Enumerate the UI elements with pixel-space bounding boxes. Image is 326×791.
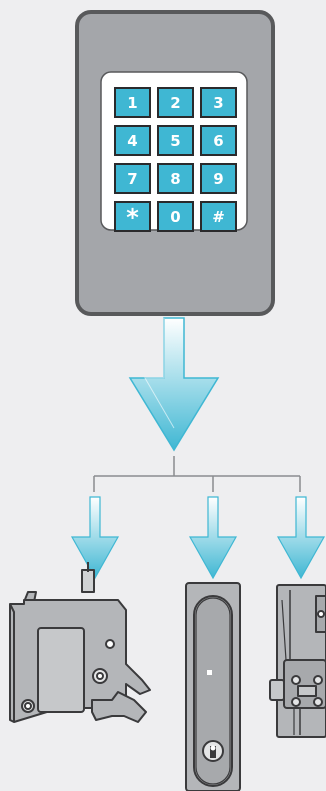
key-2: 2 <box>157 87 194 118</box>
key-star-label: * <box>126 204 139 232</box>
key-4-label: 4 <box>127 132 137 150</box>
main-arrow-shape <box>128 317 220 452</box>
key-0-cap <box>157 201 194 232</box>
key-2-cap <box>157 87 194 118</box>
key-7: 7 <box>114 163 151 194</box>
key-8: 8 <box>157 163 194 194</box>
down-arrow-icon <box>128 317 220 452</box>
key-2-label: 2 <box>170 94 180 112</box>
down-arrow-icon <box>70 496 120 580</box>
key-3: 3 <box>200 87 237 118</box>
key-8-cap <box>157 163 194 194</box>
key-9-label: 9 <box>213 170 223 188</box>
key-0: 0 <box>157 201 194 232</box>
key-6-cap <box>200 125 237 156</box>
key-1-label: 1 <box>127 94 137 112</box>
key-hash-cap <box>200 201 237 232</box>
cam-lock-icon <box>269 584 326 738</box>
key-9: 9 <box>200 163 237 194</box>
keypad-keys: 1 2 3 4 5 6 7 8 9 * 0 # <box>114 87 237 232</box>
key-6: 6 <box>200 125 237 156</box>
branch-connector <box>93 456 301 492</box>
key-5-label: 5 <box>170 132 180 150</box>
key-5: 5 <box>157 125 194 156</box>
key-1-cap <box>114 87 151 118</box>
branch-arrows <box>70 496 326 580</box>
key-6-label: 6 <box>213 132 223 150</box>
down-arrow-icon <box>276 496 326 580</box>
key-3-label: 3 <box>213 94 223 112</box>
key-star: * <box>114 201 151 232</box>
key-7-label: 7 <box>127 170 137 188</box>
key-hash: # <box>200 201 237 232</box>
key-4-cap <box>114 125 151 156</box>
cabinet-latch-lock-icon <box>9 562 151 723</box>
down-arrow-icon <box>188 496 238 580</box>
key-5-cap <box>157 125 194 156</box>
swinghandle-lock-icon <box>185 582 241 791</box>
key-8-label: 8 <box>170 170 180 188</box>
key-0-label: 0 <box>170 208 180 226</box>
keypad-device: 1 2 3 4 5 6 7 8 9 * 0 # <box>75 10 275 316</box>
key-1: 1 <box>114 87 151 118</box>
key-star-cap <box>114 201 151 232</box>
key-9-cap <box>200 163 237 194</box>
key-4: 4 <box>114 125 151 156</box>
key-hash-label: # <box>212 208 225 226</box>
key-7-cap <box>114 163 151 194</box>
key-3-cap <box>200 87 237 118</box>
